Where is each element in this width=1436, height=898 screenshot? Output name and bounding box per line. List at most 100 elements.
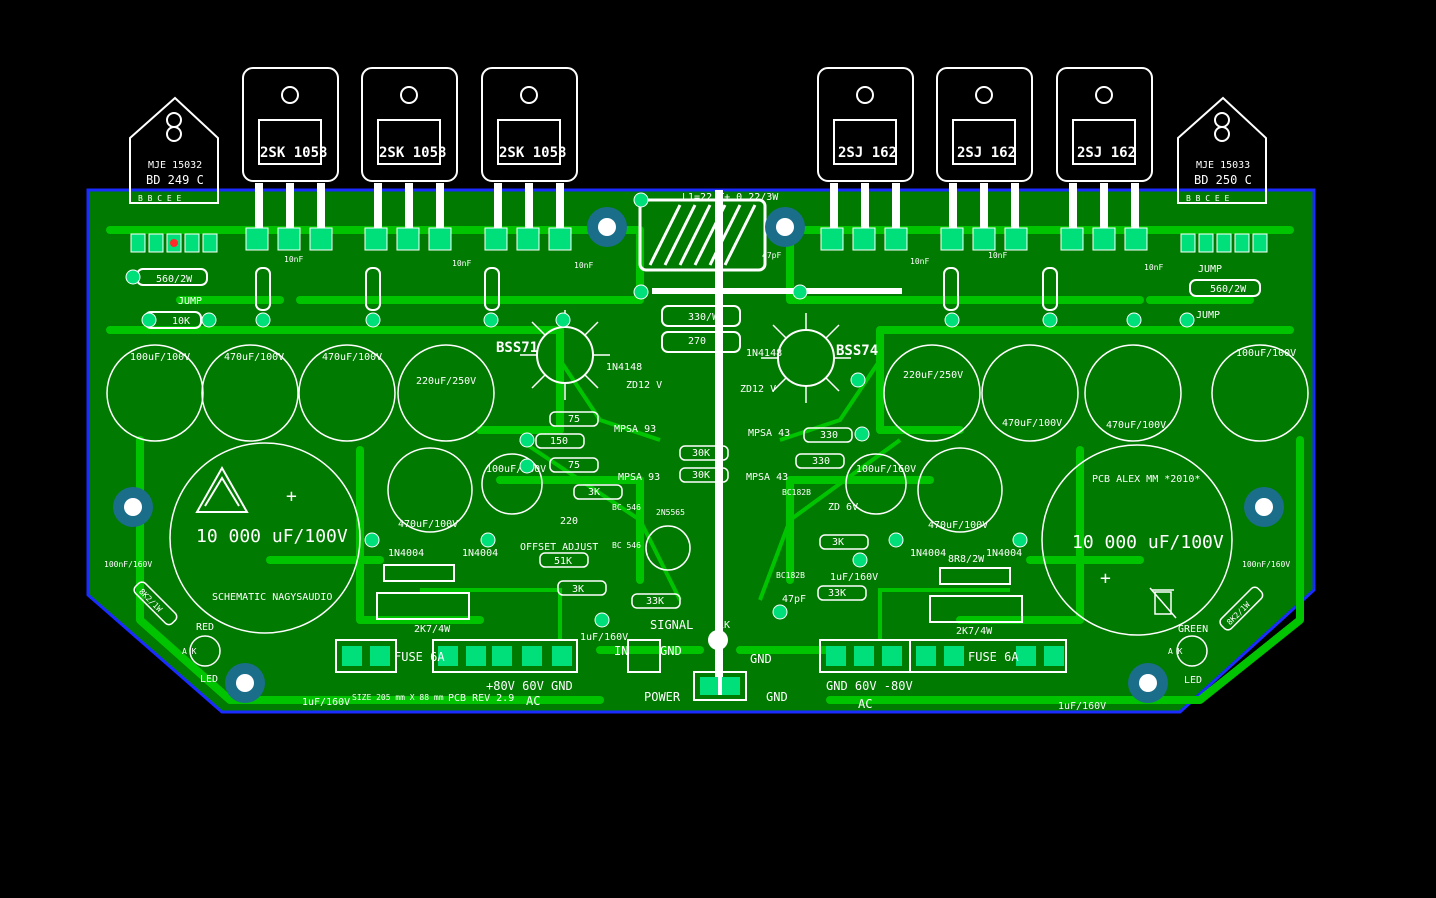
svg-text:FUSE 6A: FUSE 6A — [968, 650, 1019, 664]
svg-text:GREEN: GREEN — [1178, 624, 1208, 635]
copper-thin — [420, 358, 1010, 640]
svg-text:+: + — [286, 486, 297, 507]
svg-text:100uF/100V: 100uF/100V — [130, 352, 190, 363]
bss-right: BSS74 — [761, 313, 878, 403]
resistor-packs — [376, 564, 1023, 623]
driver-left-line1: MJE 15032 — [148, 160, 202, 171]
big-cap-left-label: 10 000 uF/100V — [196, 526, 348, 547]
svg-text:220uF/250V: 220uF/250V — [903, 370, 963, 381]
svg-text:10nF: 10nF — [988, 251, 1007, 260]
svg-text:LED: LED — [200, 674, 218, 685]
warning-triangle-icon — [195, 465, 249, 513]
driver-left-pins: B B C E E — [138, 194, 182, 203]
coil-label: L1=22 T+ 0.22/3W — [682, 192, 779, 203]
svg-text:1uF/160V: 1uF/160V — [302, 697, 350, 708]
svg-text:FUSE 6A: FUSE 6A — [394, 650, 445, 664]
svg-text:2K7/4W: 2K7/4W — [414, 624, 451, 635]
svg-text:100uF/100V: 100uF/100V — [1236, 348, 1296, 359]
driver-right-line2: BD 250 C — [1194, 173, 1252, 187]
svg-text:330: 330 — [820, 430, 838, 441]
svg-text:A K: A K — [1168, 647, 1183, 656]
driver-right-pins: B B C E E — [1186, 194, 1230, 203]
svg-text:470uF/100V: 470uF/100V — [398, 519, 458, 530]
mounting-holes — [113, 207, 1284, 703]
plus-marks: + + — [286, 486, 1111, 589]
credit-pcb: PCB ALEX MM *2010* — [1092, 474, 1200, 485]
svg-text:JUMP: JUMP — [178, 296, 202, 307]
diodes: 1N4004 1N4004 1N4004 1N4004 8R8/2W 2K7/4… — [302, 548, 1106, 712]
labels-middle: 1N4148 1N4148 ZD12 V ZD12 V 75 150 75 3K… — [520, 348, 878, 631]
svg-text:47pF: 47pF — [762, 251, 781, 260]
svg-text:30K: 30K — [692, 470, 710, 481]
svg-text:AC: AC — [858, 697, 872, 711]
svg-text:MPSA 93: MPSA 93 — [618, 472, 660, 483]
transistor-label: 2SK 1058 — [499, 145, 566, 161]
center-bus — [715, 190, 723, 695]
svg-text:33K: 33K — [828, 588, 846, 599]
svg-text:330/W: 330/W — [688, 312, 719, 323]
svg-text:75: 75 — [568, 414, 580, 425]
svg-text:JUMP: JUMP — [1198, 264, 1222, 275]
svg-text:1N4004: 1N4004 — [986, 548, 1022, 559]
svg-text:ZD 6V: ZD 6V — [828, 502, 858, 513]
svg-text:47pF: 47pF — [782, 594, 806, 605]
svg-text:LED: LED — [1184, 675, 1202, 686]
svg-text:GND: GND — [766, 690, 788, 704]
svg-text:30K: 30K — [692, 448, 710, 459]
svg-text:75: 75 — [568, 460, 580, 471]
connector-labels: FUSE 6A FUSE 6A +80V 60V GND AC GND 60V … — [352, 618, 1019, 711]
svg-text:470uF/100V: 470uF/100V — [928, 520, 988, 531]
size-label: SIZE 205 mm X 88 mm — [352, 693, 444, 702]
driver-right: MJE 15033 BD 250 C B B C E E — [1177, 96, 1267, 204]
svg-text:10K: 10K — [172, 316, 190, 327]
coil-l1: L1=22 T+ 0.22/3W — [638, 192, 779, 272]
svg-text:BC182B: BC182B — [776, 571, 805, 580]
svg-text:3K: 3K — [572, 584, 584, 595]
svg-text:220uF/250V: 220uF/250V — [416, 376, 476, 387]
svg-text:ZD12 V: ZD12 V — [740, 384, 776, 395]
svg-text:150: 150 — [550, 436, 568, 447]
svg-text:100uF/160V: 100uF/160V — [856, 464, 916, 475]
svg-text:270: 270 — [688, 336, 706, 347]
connectors — [335, 630, 1067, 701]
bss-right-label: BSS74 — [836, 343, 878, 359]
bss-left-label: BSS71 — [496, 340, 538, 356]
svg-text:10nF: 10nF — [574, 261, 593, 270]
vias — [125, 192, 1195, 628]
svg-text:100nF/160V: 100nF/160V — [1242, 560, 1290, 569]
svg-text:BC 546: BC 546 — [612, 541, 641, 550]
svg-text:100nF/160V: 100nF/160V — [104, 560, 152, 569]
svg-text:10nF: 10nF — [910, 257, 929, 266]
svg-text:JUMP: JUMP — [1196, 310, 1220, 321]
svg-text:470uF/100V: 470uF/100V — [224, 352, 284, 363]
transistor-label: 2SK 1058 — [260, 145, 327, 161]
svg-text:3K: 3K — [832, 537, 844, 548]
in-label: IN — [614, 644, 628, 658]
svg-text:GND: GND — [660, 644, 682, 658]
driver-left: MJE 15032 BD 249 C B B C E E — [129, 96, 219, 204]
svg-text:MPSA 43: MPSA 43 — [746, 472, 788, 483]
svg-text:1N4004: 1N4004 — [910, 548, 946, 559]
svg-text:470uF/100V: 470uF/100V — [1106, 420, 1166, 431]
svg-text:1N4004: 1N4004 — [388, 548, 424, 559]
driver-right-line1: MJE 15033 — [1196, 160, 1250, 171]
svg-text:BC182B: BC182B — [782, 488, 811, 497]
offset-adjust-label: OFFSET ADJUST — [520, 542, 598, 553]
svg-text:560/2W: 560/2W — [156, 274, 193, 285]
svg-text:MPSA 93: MPSA 93 — [614, 424, 656, 435]
svg-text:10nF: 10nF — [452, 259, 471, 268]
rev-label: PCB REV 2.9 — [448, 693, 514, 704]
signal-label: SIGNAL — [650, 618, 693, 632]
recycle-bin-icon — [1149, 587, 1177, 619]
electrolytic-caps — [106, 344, 1309, 636]
svg-text:AC: AC — [526, 694, 540, 708]
svg-text:2N5565: 2N5565 — [656, 508, 685, 517]
svg-text:1uF/160V: 1uF/160V — [830, 572, 878, 583]
svg-text:GND: GND — [750, 652, 772, 666]
svg-text:MPSA 43: MPSA 43 — [748, 428, 790, 439]
svg-text:8R8/2W: 8R8/2W — [948, 554, 985, 565]
svg-text:RED: RED — [196, 622, 214, 633]
svg-text:GND 60V -80V: GND 60V -80V — [826, 679, 913, 693]
svg-text:ZD12 V: ZD12 V — [626, 380, 662, 391]
